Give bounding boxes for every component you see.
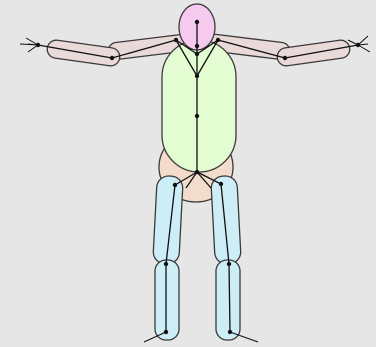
right-elbow-joint [283,56,287,60]
right-ankle-joint [228,330,232,334]
right-knee-joint [227,262,231,266]
right-shin-shape [216,260,240,340]
spine-joint [195,114,199,118]
pelvis-joint [195,170,199,174]
right-hip-joint [219,182,223,186]
left-shoulder-joint [174,38,178,42]
left-wrist-joint [36,43,40,47]
left-hip-joint [173,183,177,187]
left-elbow-joint [110,56,114,60]
neck-joint [195,44,199,48]
chest-joint [195,74,199,78]
right-wrist-joint [356,43,360,47]
head-joint [195,20,199,24]
upper-chest-joint [195,52,199,56]
left-shin-shape [155,260,179,340]
left-hand-fork [20,38,38,52]
left-knee-joint [164,262,168,266]
torso-shape [162,40,236,172]
right-thigh-shape [211,175,242,264]
right-shoulder-joint [216,38,220,42]
left-ankle-joint [164,330,168,334]
